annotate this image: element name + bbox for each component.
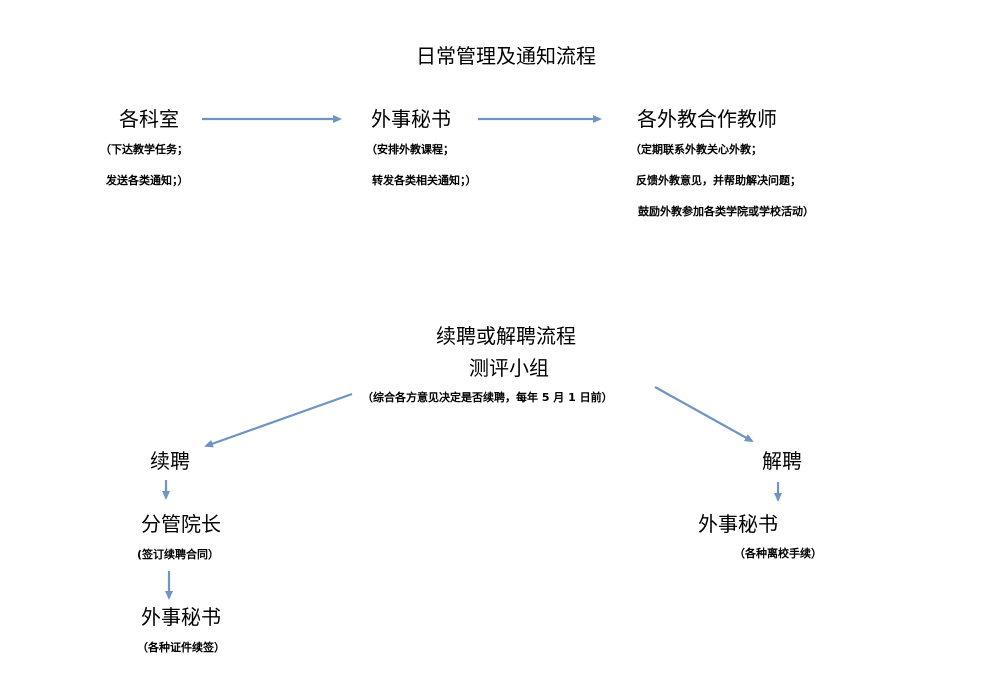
note-dismiss-secretary: （各种离校手续） [734, 547, 822, 560]
node-foreign-teachers: 各外教合作教师 [637, 107, 777, 131]
node-departments: 各科室 [119, 107, 179, 131]
note-teachers-line3: 鼓励外教参加各类学院或学校活动） [638, 205, 814, 218]
note-evaluation-group: （综合各方意见决定是否续聘，每年 5 月 1 日前） [362, 391, 613, 404]
node-evaluation-group: 测评小组 [469, 356, 549, 380]
note-secretary-line2: 转发各类相关通知；） [372, 174, 477, 187]
node-dismiss: 解聘 [762, 449, 802, 473]
note-teachers-line2: 反馈外教意见，并帮助解决问题； [636, 174, 801, 187]
note-renew-secretary: （各种证件续签） [137, 641, 225, 654]
note-departments-line2: 发送各类通知；） [106, 174, 189, 187]
node-secretary: 外事秘书 [371, 107, 451, 131]
renewal-dismissal-title: 续聘或解聘流程 [436, 324, 576, 348]
note-deputy-dean: (签订续聘合同） [137, 548, 220, 561]
note-departments-line1: （下达教学任务； [100, 143, 188, 156]
arrow-eval-to-dismiss [654, 386, 754, 442]
arrow-eval-to-renew [204, 392, 353, 448]
node-renew: 续聘 [150, 449, 190, 473]
node-dismiss-secretary: 外事秘书 [698, 512, 778, 536]
note-secretary-line1: （安排外教课程； [366, 143, 454, 156]
node-renew-secretary: 外事秘书 [141, 605, 221, 629]
node-deputy-dean: 分管院长 [141, 512, 221, 536]
daily-management-title: 日常管理及通知流程 [416, 44, 596, 68]
note-teachers-line1: （定期联系外教关心外教； [630, 143, 762, 156]
